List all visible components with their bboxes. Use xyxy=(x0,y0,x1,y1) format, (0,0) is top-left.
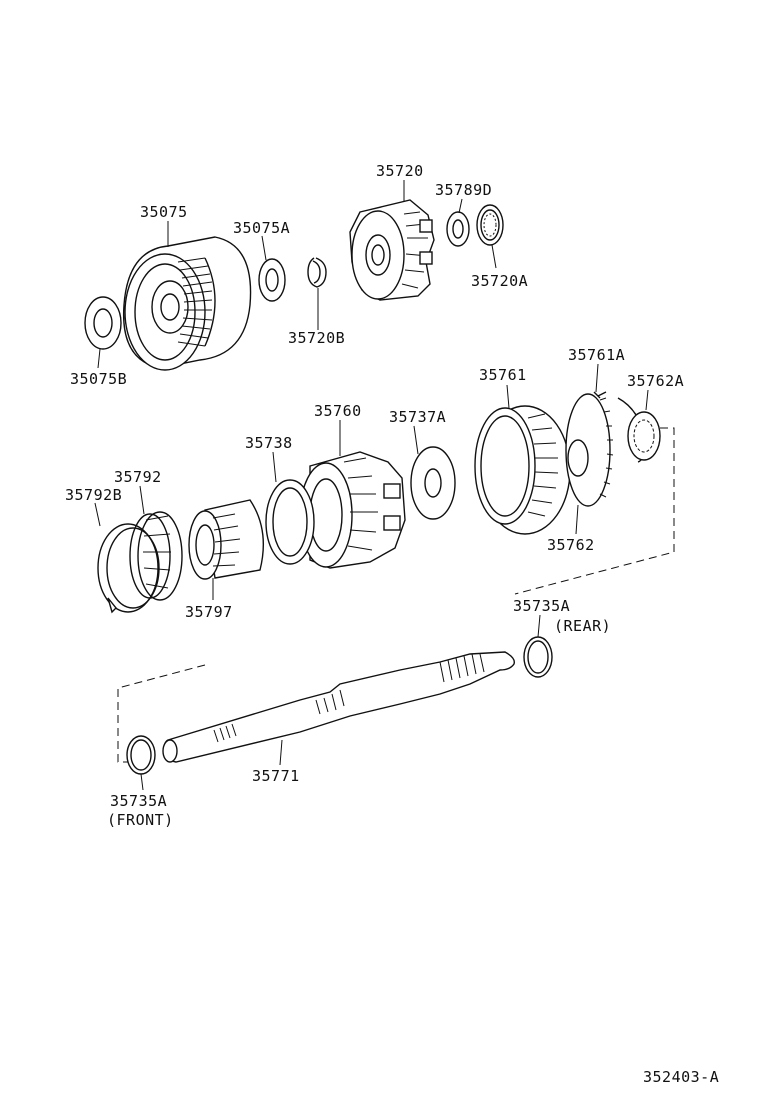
part-35735A-rear-washer xyxy=(523,636,553,678)
part-35720B-snap-ring xyxy=(307,257,327,288)
label-35737A: 35737A xyxy=(389,408,447,426)
part-35075A-washer xyxy=(258,258,286,302)
part-35720-carrier xyxy=(349,199,435,301)
part-35720A-bearing xyxy=(476,204,504,246)
diagram-id: 352403-A xyxy=(643,1068,720,1086)
label-35762: 35762 xyxy=(547,536,595,554)
part-35735A-front-washer xyxy=(126,735,156,775)
part-35760-gear xyxy=(299,451,406,569)
part-35762A-bearing xyxy=(617,397,661,463)
label-35720: 35720 xyxy=(376,162,424,180)
label-35771: 35771 xyxy=(252,767,300,785)
label-35761A: 35761A xyxy=(568,346,626,364)
label-35792B: 35792B xyxy=(65,486,123,504)
label-rear: (REAR) xyxy=(554,617,612,635)
part-35761-ring-gear xyxy=(474,405,571,535)
label-35075A: 35075A xyxy=(233,219,291,237)
part-35075B-washer xyxy=(84,296,122,350)
label-35762A: 35762A xyxy=(627,372,685,390)
label-35760: 35760 xyxy=(314,402,362,420)
leader-lines xyxy=(94,180,649,791)
part-35792-bearing xyxy=(129,511,183,601)
part-35792B-snap-ring xyxy=(97,523,160,614)
part-35738-race xyxy=(265,479,315,565)
label-35720B: 35720B xyxy=(288,329,346,347)
part-35762-carrier-plate xyxy=(565,393,614,507)
part-35737A-washer xyxy=(410,446,456,520)
label-35720A: 35720A xyxy=(471,272,529,290)
label-35761: 35761 xyxy=(479,366,527,384)
part-35771-shaft xyxy=(162,651,515,763)
part-35789D-washer xyxy=(446,211,470,247)
label-35738: 35738 xyxy=(245,434,293,452)
part-35075-drum xyxy=(122,236,252,371)
part-35797-hub xyxy=(188,499,265,580)
part-35761A-snap-ring xyxy=(593,391,607,399)
label-35735A-rear: 35735A xyxy=(513,597,571,615)
label-35735A-front: 35735A xyxy=(110,792,168,810)
label-35075B: 35075B xyxy=(70,370,128,388)
label-35075: 35075 xyxy=(140,203,188,221)
label-35789D: 35789D xyxy=(435,181,493,199)
label-35797: 35797 xyxy=(185,603,233,621)
label-35792: 35792 xyxy=(114,468,162,486)
label-front: (FRONT) xyxy=(107,811,174,829)
